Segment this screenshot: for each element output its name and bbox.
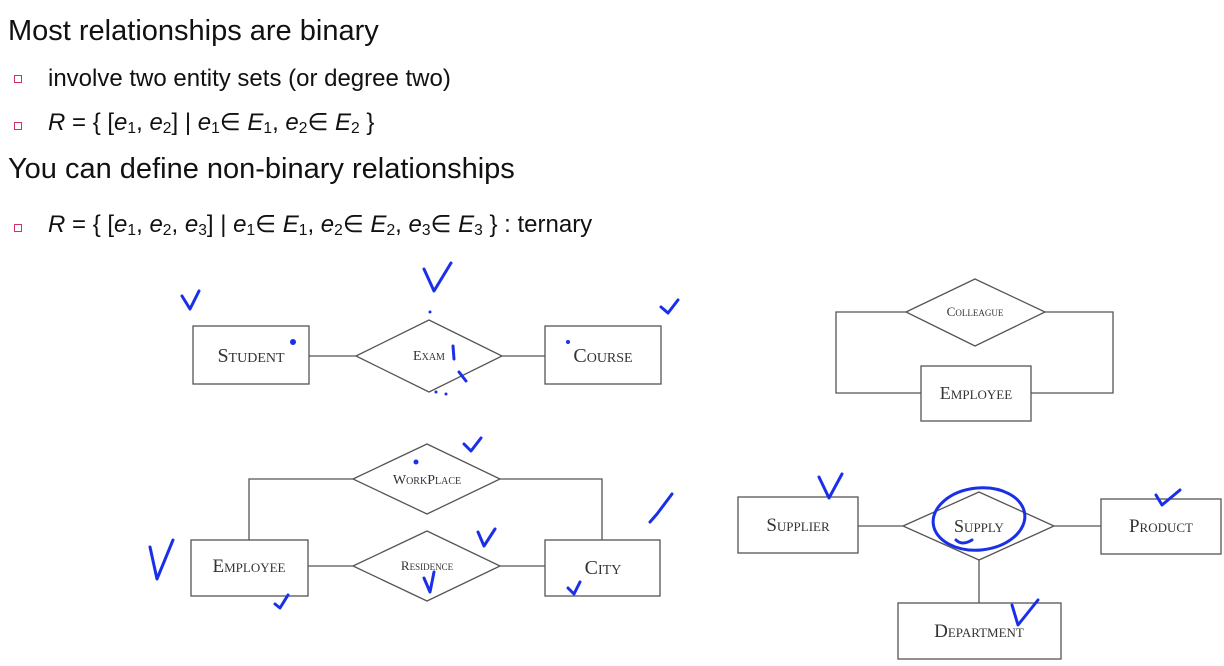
bullet-marker bbox=[14, 122, 22, 130]
ink-dot bbox=[444, 392, 448, 396]
entity-student bbox=[192, 325, 310, 385]
label-exam: Exam bbox=[413, 349, 445, 364]
bullet-text: involve two entity sets (or degree two) bbox=[48, 65, 451, 92]
checkmark-icon bbox=[273, 593, 290, 610]
label-workplace: WorkPlace bbox=[393, 473, 461, 488]
label-department: Department bbox=[934, 621, 1024, 642]
bullet-ternary-formula: R = { [e1, e2, e3] | e1∈ E1, e2∈ E2, e3∈… bbox=[14, 210, 592, 246]
label-supplier: Supplier bbox=[766, 515, 830, 536]
checkmark-icon bbox=[659, 298, 680, 315]
ink-dot bbox=[413, 459, 419, 465]
label-supply: Supply bbox=[954, 516, 1004, 536]
er-lines bbox=[248, 311, 1114, 603]
label-employee: Employee bbox=[213, 556, 286, 577]
entity-employee-colleague bbox=[920, 365, 1032, 422]
checkmark-icon bbox=[422, 570, 436, 594]
relationship-supply bbox=[901, 491, 1056, 561]
relationship-residence bbox=[351, 530, 502, 602]
relationship-exam bbox=[354, 319, 504, 393]
bullet-marker bbox=[14, 75, 22, 83]
checkmark-icon bbox=[462, 436, 483, 453]
entity-employee bbox=[190, 539, 309, 597]
er-labels: Student Exam Course Colleague Employee W… bbox=[213, 304, 1194, 642]
entity-course bbox=[544, 325, 662, 385]
label-student: Student bbox=[217, 345, 285, 367]
entity-city bbox=[544, 539, 661, 597]
checkmark-icon bbox=[148, 538, 175, 581]
label-course: Course bbox=[573, 345, 632, 367]
ternary-formula: R = { [e1, e2, e3] | e1∈ E1, e2∈ E2, e3∈… bbox=[48, 211, 593, 239]
label-employee-colleague: Employee bbox=[940, 383, 1012, 403]
label-city: City bbox=[585, 557, 622, 579]
er-shapes bbox=[190, 278, 1222, 660]
binary-formula: R = { [e1, e2] | e1∈ E1, e2∈ E2 } bbox=[48, 109, 375, 137]
label-residence: Residence bbox=[401, 558, 454, 573]
bullet-degree-two: involve two entity sets (or degree two) bbox=[14, 64, 451, 94]
checkmark-icon bbox=[648, 492, 674, 524]
entity-product bbox=[1100, 498, 1222, 555]
circle-annotation bbox=[931, 486, 1027, 552]
heading-binary: Most relationships are binary bbox=[8, 15, 379, 47]
checkmark-icon bbox=[1154, 488, 1182, 507]
relationship-colleague bbox=[904, 278, 1047, 347]
handwritten-annotations bbox=[148, 261, 1182, 627]
heading-non-binary: You can define non-binary relationships bbox=[8, 153, 515, 185]
checkmark-icon bbox=[1010, 598, 1040, 627]
entity-supplier bbox=[737, 496, 859, 554]
bullet-binary-formula: R = { [e1, e2] | e1∈ E1, e2∈ E2 } bbox=[14, 108, 374, 144]
checkmark-icon bbox=[476, 527, 497, 548]
ink-mark bbox=[451, 344, 456, 361]
ink-dot bbox=[434, 390, 438, 394]
ink-mark bbox=[457, 370, 468, 383]
checkmark-icon bbox=[566, 580, 582, 596]
ink-mark bbox=[954, 538, 974, 545]
ink-dot bbox=[428, 310, 432, 314]
label-product: Product bbox=[1129, 516, 1193, 537]
checkmark-icon bbox=[817, 472, 844, 500]
checkmark-icon bbox=[422, 261, 453, 293]
label-colleague: Colleague bbox=[947, 304, 1004, 319]
ink-dot bbox=[290, 339, 296, 345]
relationship-workplace bbox=[351, 443, 502, 515]
bullet-marker bbox=[14, 224, 22, 232]
ink-dot bbox=[566, 340, 570, 344]
entity-department bbox=[897, 602, 1062, 660]
checkmark-icon bbox=[180, 289, 201, 311]
